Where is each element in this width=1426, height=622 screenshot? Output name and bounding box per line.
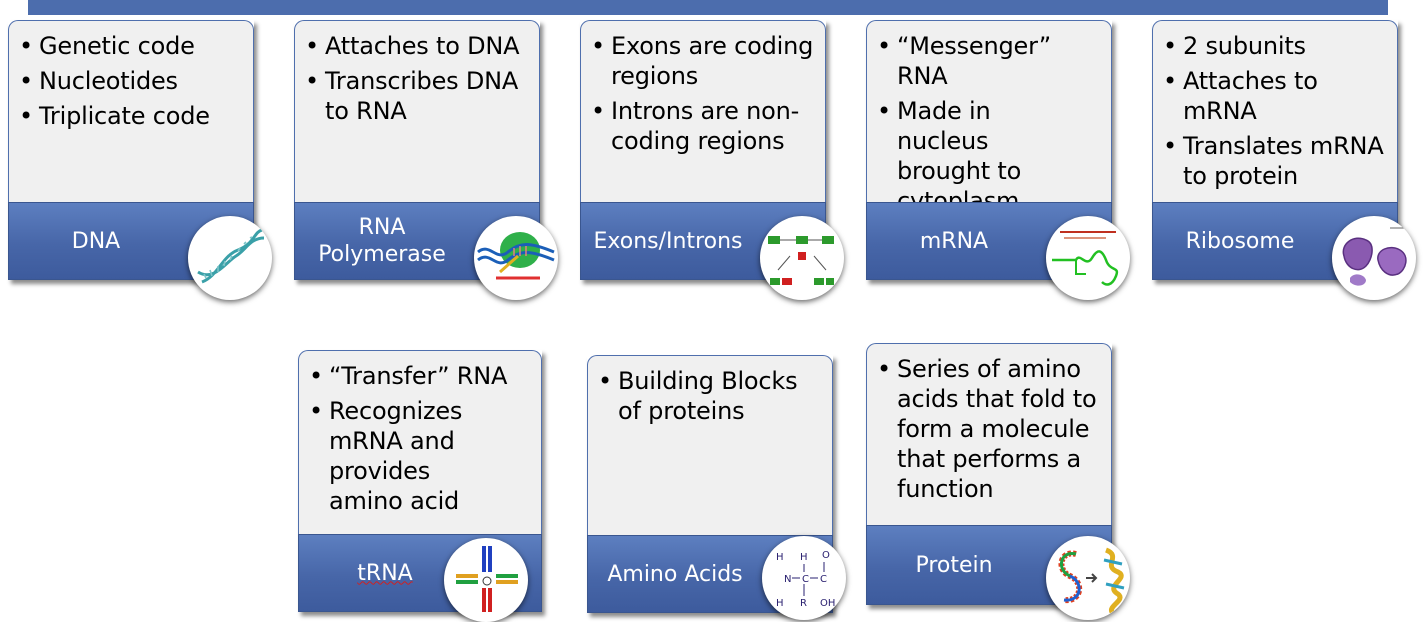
top-banner: [28, 0, 1388, 15]
bullet-item: Nucleotides: [17, 66, 245, 96]
protein-folding-icon: [1046, 536, 1130, 620]
mrna-strand-icon: [1046, 216, 1130, 300]
card-title-line-1: RNA: [358, 215, 406, 240]
card-body: Genetic code Nucleotides Triplicate code: [8, 20, 254, 203]
bullet-item: Attaches to mRNA: [1161, 66, 1389, 126]
card-trna: “Transfer” RNA Recognizes mRNA and provi…: [298, 350, 542, 612]
card-title: Ribosome: [1185, 228, 1295, 254]
card-title: Exons/Introns: [593, 228, 743, 254]
card-protein: Series of amino acids that fold to form …: [866, 343, 1112, 605]
bullet-item: Genetic code: [17, 31, 245, 61]
bullet-list: Building Blocks of proteins: [596, 366, 824, 426]
rna-polymerase-icon: [474, 216, 558, 300]
card-body: 2 subunits Attaches to mRNA Translates m…: [1152, 20, 1398, 203]
bullet-item: 2 subunits: [1161, 31, 1389, 61]
ribosome-icon: [1332, 216, 1416, 300]
bullet-item: Translates mRNA to protein: [1161, 131, 1389, 191]
svg-text:H: H: [800, 552, 808, 563]
bullet-list: 2 subunits Attaches to mRNA Translates m…: [1161, 31, 1389, 191]
svg-text:C: C: [820, 574, 827, 585]
svg-text:OH: OH: [820, 598, 835, 609]
card-exons-introns: Exons are coding regions Introns are non…: [580, 20, 826, 280]
bullet-list: Attaches to DNA Transcribes DNA to RNA: [303, 31, 531, 126]
card-body: Attaches to DNA Transcribes DNA to RNA: [294, 20, 540, 203]
card-title: Amino Acids: [607, 561, 743, 587]
bullet-item: Exons are coding regions: [589, 31, 817, 91]
card-title-line-2: Polymerase: [318, 242, 446, 267]
bullet-list: “Transfer” RNA Recognizes mRNA and provi…: [307, 361, 533, 516]
bullet-list: “Messenger” RNA Made in nucleus brought …: [875, 31, 1103, 216]
card-body: Series of amino acids that fold to form …: [866, 343, 1112, 525]
exon-intron-diagram-icon: [760, 216, 844, 300]
svg-text:O: O: [822, 550, 830, 561]
svg-text:H: H: [776, 552, 784, 563]
bullet-item: Attaches to DNA: [303, 31, 531, 61]
card-title: Protein: [915, 552, 993, 578]
bullet-item: “Transfer” RNA: [307, 361, 533, 391]
bullet-item: “Messenger” RNA: [875, 31, 1103, 91]
bullet-item: Series of amino acids that fold to form …: [875, 354, 1103, 504]
bullet-item: Made in nucleus brought to cytoplasm: [875, 96, 1103, 216]
card-body: Building Blocks of proteins: [587, 355, 833, 535]
bullet-list: Series of amino acids that fold to form …: [875, 354, 1103, 504]
bullet-item: Triplicate code: [17, 101, 245, 131]
svg-text:C: C: [802, 574, 809, 585]
card-body: Exons are coding regions Introns are non…: [580, 20, 826, 203]
bullet-list: Exons are coding regions Introns are non…: [589, 31, 817, 156]
card-title: DNA: [71, 228, 121, 254]
svg-text:R: R: [800, 598, 807, 609]
card-title: mRNA: [919, 228, 989, 254]
card-body: “Transfer” RNA Recognizes mRNA and provi…: [298, 350, 542, 534]
dna-helix-icon: [188, 216, 272, 300]
bullet-list: Genetic code Nucleotides Triplicate code: [17, 31, 245, 131]
card-title: tRNA: [357, 560, 413, 586]
svg-text:N: N: [784, 574, 791, 585]
card-body: “Messenger” RNA Made in nucleus brought …: [866, 20, 1112, 215]
bullet-item: Recognizes mRNA and provides amino acid: [307, 396, 533, 516]
trna-structure-icon: [444, 538, 528, 622]
bullet-item: Building Blocks of proteins: [596, 366, 824, 426]
card-dna: Genetic code Nucleotides Triplicate code…: [8, 20, 254, 280]
bullet-item: Introns are non-coding regions: [589, 96, 817, 156]
bullet-item: Transcribes DNA to RNA: [303, 66, 531, 126]
svg-text:H: H: [776, 598, 784, 609]
